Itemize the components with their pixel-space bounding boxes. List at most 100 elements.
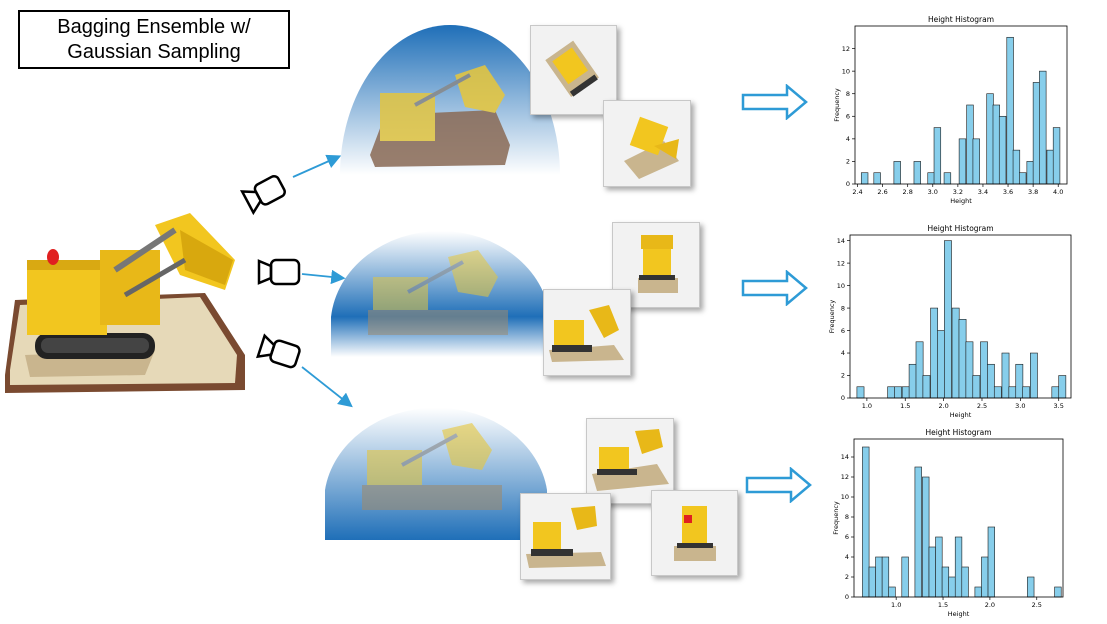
camera-icon	[256, 333, 301, 369]
histogram-bar	[1001, 352, 1010, 399]
histogram-bar	[873, 172, 881, 185]
camera-icon	[257, 258, 301, 286]
view-thumbnail	[520, 493, 611, 580]
y-tick-label: 6	[841, 327, 845, 335]
histogram-bar	[958, 319, 967, 399]
histogram-bar	[887, 386, 896, 399]
histogram-bar	[987, 363, 995, 399]
x-tick-label: 2.0	[985, 601, 995, 609]
y-tick-label: 14	[841, 453, 849, 461]
y-tick-label: 2	[841, 372, 845, 380]
y-tick-label: 8	[841, 304, 845, 312]
histogram-bar	[974, 586, 982, 598]
y-tick-label: 4	[846, 135, 850, 143]
view-thumbnail	[603, 100, 691, 187]
histogram-bar	[993, 386, 1002, 399]
histogram-bar	[1008, 386, 1017, 399]
histogram-bar	[986, 93, 994, 185]
y-tick-label: 4	[845, 553, 849, 561]
histogram-bar	[943, 172, 952, 185]
y-tick-label: 12	[841, 473, 849, 481]
sampling-dome-middle	[331, 231, 550, 357]
plot-frame	[853, 438, 1064, 598]
x-tick-label: 3.5	[1054, 402, 1064, 410]
histogram-bar	[972, 138, 980, 185]
sampling-dome-top	[340, 25, 560, 175]
lego-excavator-image	[5, 213, 245, 393]
chart-title: Height Histogram	[927, 224, 993, 233]
histogram-bar	[965, 341, 974, 399]
histogram-bar	[928, 546, 936, 598]
histogram-bar	[958, 138, 967, 185]
view-thumbnail	[586, 418, 674, 504]
y-tick-label: 2	[845, 573, 849, 581]
y-tick-label: 0	[845, 593, 849, 601]
histogram-bar	[1058, 375, 1067, 399]
histogram-bar	[961, 566, 969, 598]
histogram-bar	[1052, 127, 1061, 185]
plot-frame	[849, 234, 1072, 399]
x-tick-label: 2.5	[1032, 601, 1042, 609]
y-axis-label: Frequency	[833, 88, 841, 122]
outline-right-arrow-icon	[745, 467, 812, 503]
histogram-bar	[908, 363, 917, 399]
histogram-bar	[1054, 586, 1062, 598]
histogram-bar	[1051, 386, 1060, 399]
histogram-bar	[980, 341, 988, 399]
histogram-bar	[1039, 70, 1047, 185]
histogram-bar	[860, 172, 869, 185]
histogram-bar	[922, 476, 930, 598]
histogram-bar	[915, 341, 924, 399]
x-tick-label: 2.0	[938, 402, 948, 410]
x-tick-label: 3.2	[953, 188, 963, 196]
histogram-bar	[1015, 363, 1024, 399]
histogram-bar	[862, 446, 870, 598]
histogram-bar	[930, 307, 939, 399]
histogram-bar	[954, 536, 963, 598]
x-tick-label: 1.0	[891, 601, 901, 609]
y-tick-label: 10	[837, 282, 845, 290]
plot-frame	[854, 25, 1068, 185]
x-tick-label: 2.4	[852, 188, 862, 196]
y-tick-label: 10	[841, 493, 849, 501]
sampling-dome-bottom	[325, 407, 547, 540]
histogram-bar	[1006, 36, 1014, 185]
y-axis-label: Frequency	[832, 501, 840, 535]
y-tick-label: 6	[845, 533, 849, 541]
y-tick-label: 12	[842, 45, 850, 53]
y-tick-label: 2	[846, 158, 850, 166]
histogram-bar	[1046, 149, 1054, 185]
x-tick-label: 3.0	[1015, 402, 1025, 410]
histogram-bar	[1012, 149, 1021, 185]
histogram-bar	[933, 127, 942, 185]
y-tick-label: 14	[837, 237, 845, 245]
histogram-bar	[935, 536, 943, 598]
camera-icon	[239, 174, 286, 216]
arrow-top	[292, 154, 342, 178]
histogram-bar	[922, 375, 931, 399]
y-tick-label: 0	[846, 180, 850, 188]
y-tick-label: 8	[845, 513, 849, 521]
histogram-bar	[875, 556, 883, 598]
x-tick-label: 1.0	[862, 402, 872, 410]
y-tick-label: 10	[842, 67, 850, 75]
histogram-bar	[948, 576, 956, 598]
y-axis-label: Frequency	[828, 300, 836, 334]
histogram-bar	[927, 172, 935, 185]
y-tick-label: 0	[841, 394, 845, 402]
histogram-bar	[901, 386, 910, 399]
y-tick-label: 4	[841, 349, 845, 357]
x-tick-label: 1.5	[900, 402, 910, 410]
x-tick-label: 2.5	[977, 402, 987, 410]
histogram-bar	[894, 386, 902, 399]
histogram-bar	[966, 104, 974, 185]
outline-right-arrow-icon	[741, 270, 808, 306]
x-tick-label: 3.8	[1028, 188, 1038, 196]
histogram-bar	[1026, 161, 1034, 185]
title-line-1: Bagging Ensemble w/	[57, 15, 251, 38]
histogram-bar	[856, 386, 865, 399]
histogram-bar	[972, 375, 981, 399]
histogram-bar	[868, 566, 876, 598]
